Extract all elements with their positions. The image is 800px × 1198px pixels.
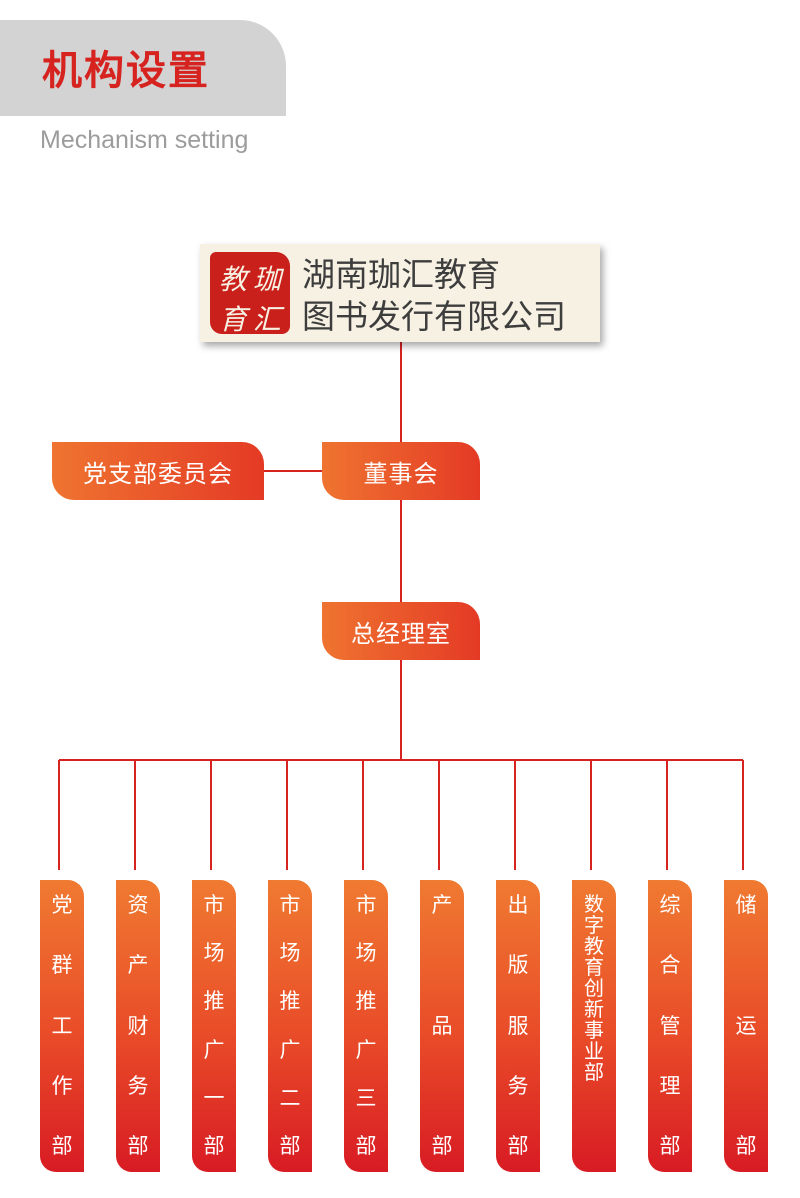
department-node: 储运部 <box>724 880 768 1172</box>
department-label: 出版服务部 <box>507 893 529 1158</box>
seal-char: 汇 <box>252 303 281 336</box>
company-name-line1: 湖南珈汇教育 <box>302 255 500 294</box>
page-subtitle: Mechanism setting <box>40 126 249 154</box>
department-node: 市场推广二部 <box>268 880 312 1172</box>
department-node: 市场推广一部 <box>192 880 236 1172</box>
seal-char: 教 <box>218 263 247 296</box>
gm-office-node: 总经理室 <box>322 602 480 660</box>
department-label: 产品部 <box>431 893 453 1158</box>
department-label: 资产财务部 <box>127 893 149 1158</box>
department-node: 产品部 <box>420 880 464 1172</box>
department-node: 党群工作部 <box>40 880 84 1172</box>
department-node: 资产财务部 <box>116 880 160 1172</box>
department-label: 储运部 <box>735 893 757 1158</box>
company-node: 教 珈 育 汇 湖南珈汇教育 图书发行有限公司 <box>200 244 600 342</box>
title-tab <box>0 20 286 116</box>
company-name-line2: 图书发行有限公司 <box>302 297 566 336</box>
department-node: 出版服务部 <box>496 880 540 1172</box>
department-label: 市场推广一部 <box>203 893 225 1158</box>
page-title: 机构设置 <box>42 48 210 94</box>
party-committee-node: 党支部委员会 <box>52 442 264 500</box>
department-node: 数字教育创新事业部 <box>572 880 616 1172</box>
department-node: 市场推广三部 <box>344 880 388 1172</box>
department-label: 综合管理部 <box>659 893 681 1158</box>
department-node: 综合管理部 <box>648 880 692 1172</box>
board-node: 董事会 <box>322 442 480 500</box>
department-label: 市场推广二部 <box>279 893 301 1158</box>
seal-char: 育 <box>218 303 247 336</box>
company-seal-logo: 教 珈 育 汇 <box>210 252 290 336</box>
department-label: 数字教育创新事业部 <box>584 892 604 1084</box>
company-name: 湖南珈汇教育 图书发行有限公司 <box>302 254 566 338</box>
seal-char: 珈 <box>252 263 281 296</box>
department-label: 市场推广三部 <box>355 893 377 1158</box>
department-label: 党群工作部 <box>51 893 73 1158</box>
